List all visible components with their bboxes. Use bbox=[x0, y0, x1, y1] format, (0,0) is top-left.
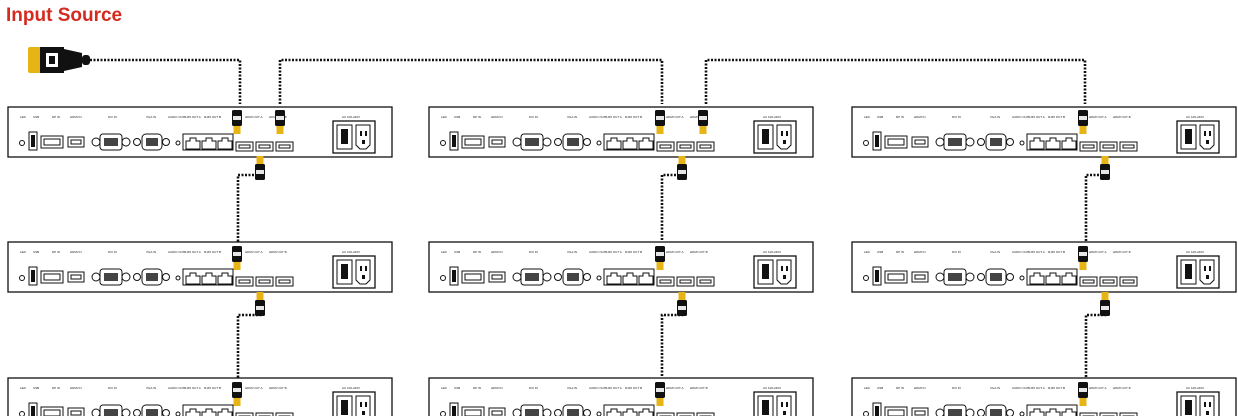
device-r3-c1 bbox=[7, 377, 393, 416]
hdmi-out-connector bbox=[255, 156, 265, 180]
hdmi-out-connector bbox=[1100, 292, 1110, 316]
device-r1-c1 bbox=[7, 106, 393, 158]
diagram-title: Input Source bbox=[6, 5, 123, 26]
device-r3-c3 bbox=[851, 377, 1237, 416]
hdmi-in-connector bbox=[1078, 246, 1088, 270]
hdmi-in-connector bbox=[232, 246, 242, 270]
hdmi-out-connector bbox=[677, 156, 687, 180]
hdmi-in-connector bbox=[1078, 382, 1088, 406]
device-r2-c2 bbox=[428, 241, 814, 293]
hdmi-out-connector bbox=[1100, 156, 1110, 180]
device-r3-c2 bbox=[428, 377, 814, 416]
hdmi-loop-connector bbox=[698, 110, 708, 134]
hdmi-in-connector bbox=[655, 382, 665, 406]
hdmi-in-connector bbox=[655, 110, 665, 134]
device-r2-c3 bbox=[851, 241, 1237, 293]
hdmi-in-connector bbox=[232, 110, 242, 134]
hdmi-in-connector bbox=[232, 382, 242, 406]
device-r2-c1 bbox=[7, 241, 393, 293]
device-r1-c3 bbox=[851, 106, 1237, 158]
input-source-connector bbox=[28, 47, 90, 73]
hdmi-out-connector bbox=[677, 292, 687, 316]
hdmi-in-connector bbox=[1078, 110, 1088, 134]
device-r1-c2 bbox=[428, 106, 814, 158]
hdmi-loop-connector bbox=[275, 110, 285, 134]
device-grid bbox=[7, 106, 1237, 416]
hdmi-in-connector bbox=[655, 246, 665, 270]
hdmi-out-connector bbox=[255, 292, 265, 316]
